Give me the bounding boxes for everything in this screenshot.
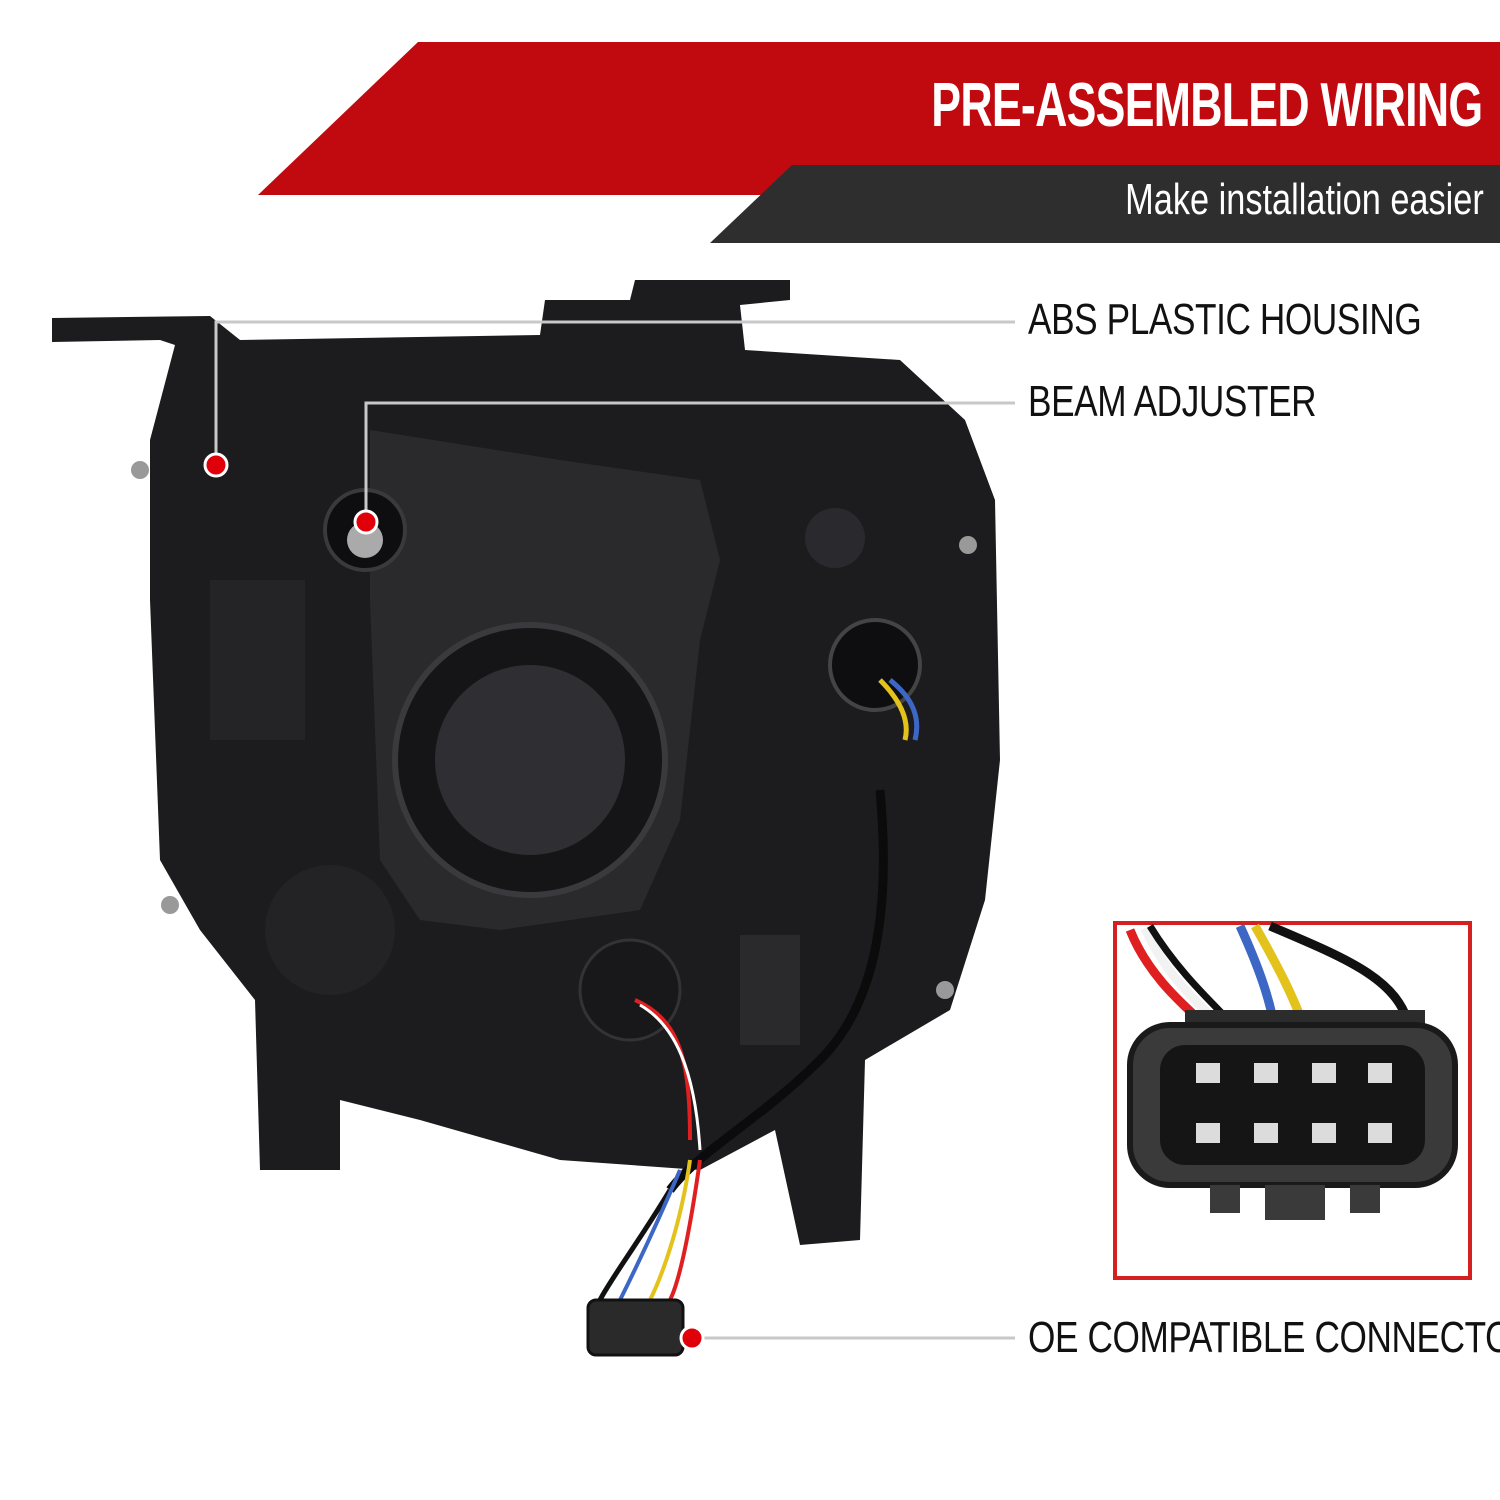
headlight-image xyxy=(52,280,1000,1357)
marker-dot-housing xyxy=(203,452,229,478)
leader-line-beam xyxy=(364,401,1015,522)
banner-title: PRE-ASSEMBLED WIRING xyxy=(930,71,1483,140)
callout-oe-compatible-connector: OE COMPATIBLE CONNECTOR xyxy=(1028,1313,1500,1362)
dark-banner xyxy=(710,165,1500,243)
connector-inset xyxy=(1113,921,1472,1280)
callout-beam-adjuster: BEAM ADJUSTER xyxy=(1028,377,1317,426)
marker-dot-connector xyxy=(679,1325,705,1351)
red-banner xyxy=(258,42,1500,195)
leader-line-housing xyxy=(214,320,1015,465)
callout-abs-plastic-housing: ABS PLASTIC HOUSING xyxy=(1028,295,1422,344)
banner-subtitle: Make installation easier xyxy=(1125,175,1484,224)
marker-dot-beam xyxy=(353,509,379,535)
